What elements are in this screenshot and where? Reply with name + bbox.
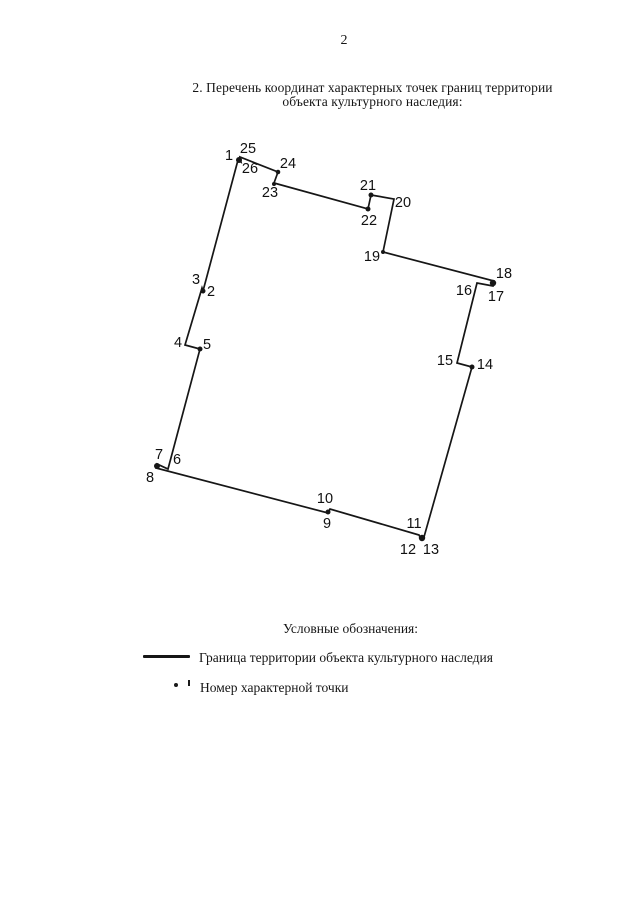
- point-dot: [381, 250, 385, 254]
- point-dot: [368, 192, 374, 198]
- point-label-22: 22: [361, 213, 377, 229]
- point-dot: [236, 157, 242, 163]
- point-label-25: 25: [240, 141, 256, 157]
- point-label-12: 12: [400, 542, 416, 558]
- point-dot: [200, 288, 206, 294]
- point-label-21: 21: [360, 178, 376, 194]
- point-dot: [418, 534, 426, 542]
- point-dot: [469, 364, 475, 370]
- point-label-17: 17: [488, 289, 504, 305]
- point-dot: [197, 346, 203, 352]
- point-label-9: 9: [323, 516, 331, 532]
- point-label-4: 4: [174, 335, 182, 351]
- point-label-20: 20: [395, 195, 411, 211]
- page-number: 2: [340, 33, 348, 48]
- point-label-6: 6: [173, 452, 181, 468]
- point-label-3: 3: [192, 272, 200, 288]
- point-label-16: 16: [456, 283, 472, 299]
- point-label-15: 15: [437, 353, 453, 369]
- point-label-23: 23: [262, 185, 278, 201]
- page-title-line2: объекта культурного наследия:: [282, 93, 463, 109]
- point-dot: [325, 509, 331, 515]
- point-dot: [489, 279, 497, 287]
- point-label-13: 13: [423, 542, 439, 558]
- page-title: 2. Перечень координат характерных точек …: [160, 81, 585, 108]
- point-label-2: 2: [207, 284, 215, 300]
- point-label-1: 1: [225, 148, 233, 164]
- point-label-14: 14: [477, 357, 493, 373]
- point-label-7: 7: [155, 447, 163, 463]
- point-dot: [365, 206, 371, 212]
- point-label-26: 26: [242, 161, 258, 177]
- point-dot: [272, 182, 276, 186]
- point-dot: [275, 169, 281, 175]
- point-label-19: 19: [364, 249, 380, 265]
- page-title-line1: 2. Перечень координат характерных точек …: [192, 80, 553, 95]
- point-label-18: 18: [496, 266, 512, 282]
- point-label-11: 11: [406, 516, 421, 532]
- point-label-10: 10: [317, 491, 333, 507]
- point-dot: [154, 463, 160, 469]
- point-label-8: 8: [146, 470, 154, 486]
- point-label-5: 5: [203, 337, 211, 353]
- point-label-24: 24: [280, 156, 296, 172]
